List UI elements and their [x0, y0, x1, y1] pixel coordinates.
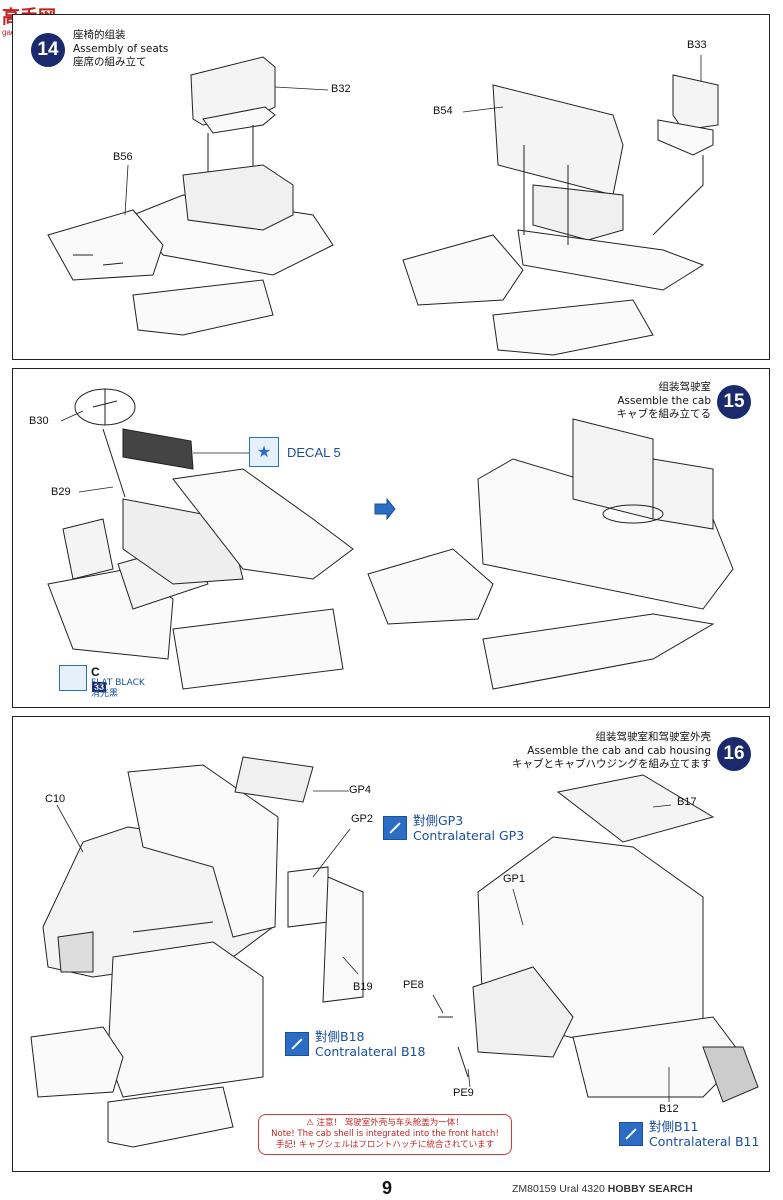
step-14-drawing: [47, 55, 719, 356]
step-14-title: 座椅的组装 Assembly of seats 座席の組み立て: [73, 29, 168, 70]
step-14-panel: 14 座椅的组装 Assembly of seats 座席の組み立て B32 B…: [12, 14, 770, 360]
callout-b11-en: Contralateral B11: [649, 1134, 760, 1149]
step-15-title-en: Assemble the cab: [617, 394, 711, 407]
callout-b11-cn: 對側B11: [649, 1119, 699, 1134]
step-16-title-jp: キャブとキャブハウジングを組み立てます: [512, 758, 711, 770]
label-b54: B54: [433, 105, 453, 117]
decal-star-icon: ★: [249, 437, 279, 467]
decal-callout: ★ DECAL 5: [249, 437, 341, 467]
step-14-title-cn: 座椅的组装: [73, 29, 126, 41]
label-gp4: GP4: [349, 784, 372, 796]
step-16-title-cn: 组装驾驶室和驾驶室外壳: [595, 731, 712, 743]
footer-info: ZM80159 Ural 4320 HOBBY SEARCH: [512, 1183, 693, 1195]
footer-code: ZM80159: [512, 1183, 557, 1195]
paint-callout: C33 FLAT BLACK 消光黑: [59, 665, 145, 699]
callout-b11: 對側B11 Contralateral B11: [619, 1119, 759, 1149]
paint-name-cn: 消光黑: [91, 689, 119, 699]
step-15-title-cn: 组装驾驶室: [658, 381, 712, 393]
warning-icon: ⚠: [306, 1118, 314, 1128]
label-pe9: PE9: [453, 1087, 474, 1099]
label-b29: B29: [51, 486, 71, 498]
footer-source: HOBBY SEARCH: [607, 1183, 693, 1195]
label-b19: B19: [353, 981, 373, 993]
step-15-title: 组装驾驶室 Assemble the cab キャブを組み立てる: [593, 381, 712, 422]
page-number: 9: [382, 1178, 393, 1198]
paint-code: C33: [91, 665, 107, 692]
footer-model: Ural 4320: [559, 1183, 605, 1195]
label-gp1: GP1: [503, 873, 526, 885]
step-14-title-en: Assembly of seats: [73, 42, 169, 55]
step-16-number: 16: [717, 737, 751, 771]
step-16-drawing: [30, 756, 759, 1148]
label-b33: B33: [687, 39, 707, 51]
label-c10: C10: [45, 793, 66, 805]
contralateral-icon: [285, 1032, 309, 1056]
callout-gp3-cn: 對側GP3: [413, 813, 464, 828]
label-b32: B32: [331, 83, 351, 95]
callout-b18: 對側B18 Contralateral B18: [285, 1029, 425, 1059]
note-jp: 手記! キャブシェルはフロントハッチに統合されています: [275, 1140, 495, 1150]
label-pe8: PE8: [403, 979, 424, 991]
callout-gp3-en: Contralateral GP3: [413, 828, 525, 843]
step-15-drawing: [47, 388, 734, 690]
cab-shell-note: ⚠ 注意！ 驾驶室外壳与车头舱盖为一体！ Note! The cab shell…: [258, 1114, 512, 1155]
contralateral-icon: [383, 816, 407, 840]
callout-gp3: 對側GP3 Contralateral GP3: [383, 813, 524, 843]
step-16-title: 组装驾驶室和驾驶室外壳 Assemble the cab and cab hou…: [465, 731, 711, 772]
callout-b18-en: Contralateral B18: [315, 1044, 426, 1059]
step-15-number: 15: [717, 385, 751, 419]
label-b30: B30: [29, 415, 49, 427]
contralateral-icon: [619, 1122, 643, 1146]
step-14-title-jp: 座席の組み立て: [73, 56, 147, 68]
label-b56: B56: [113, 151, 133, 163]
label-gp2: GP2: [351, 813, 374, 825]
note-cn: ⚠ 注意！ 驾驶室外壳与车头舱盖为一体！: [306, 1118, 464, 1128]
step-14-number: 14: [31, 33, 65, 67]
note-en: Note! The cab shell is integrated into t…: [271, 1129, 499, 1139]
paint-code-number: 33: [92, 682, 107, 692]
step-16-panel: 16 组装驾驶室和驾驶室外壳 Assemble the cab and cab …: [12, 716, 770, 1172]
paint-name-en: FLAT BLACK: [91, 678, 145, 688]
step-15-panel: 15 组装驾驶室 Assemble the cab キャブを組み立てる B30 …: [12, 368, 770, 708]
paint-brush-icon: [59, 665, 87, 691]
callout-b18-cn: 對側B18: [315, 1029, 365, 1044]
paint-name: FLAT BLACK 消光黑: [91, 678, 145, 700]
step-15-title-jp: キャブを組み立てる: [616, 408, 712, 420]
label-b17: B17: [677, 796, 697, 808]
label-b12: B12: [659, 1103, 679, 1115]
decal-label: DECAL 5: [287, 444, 341, 460]
step-16-title-en: Assemble the cab and cab housing: [527, 744, 711, 757]
